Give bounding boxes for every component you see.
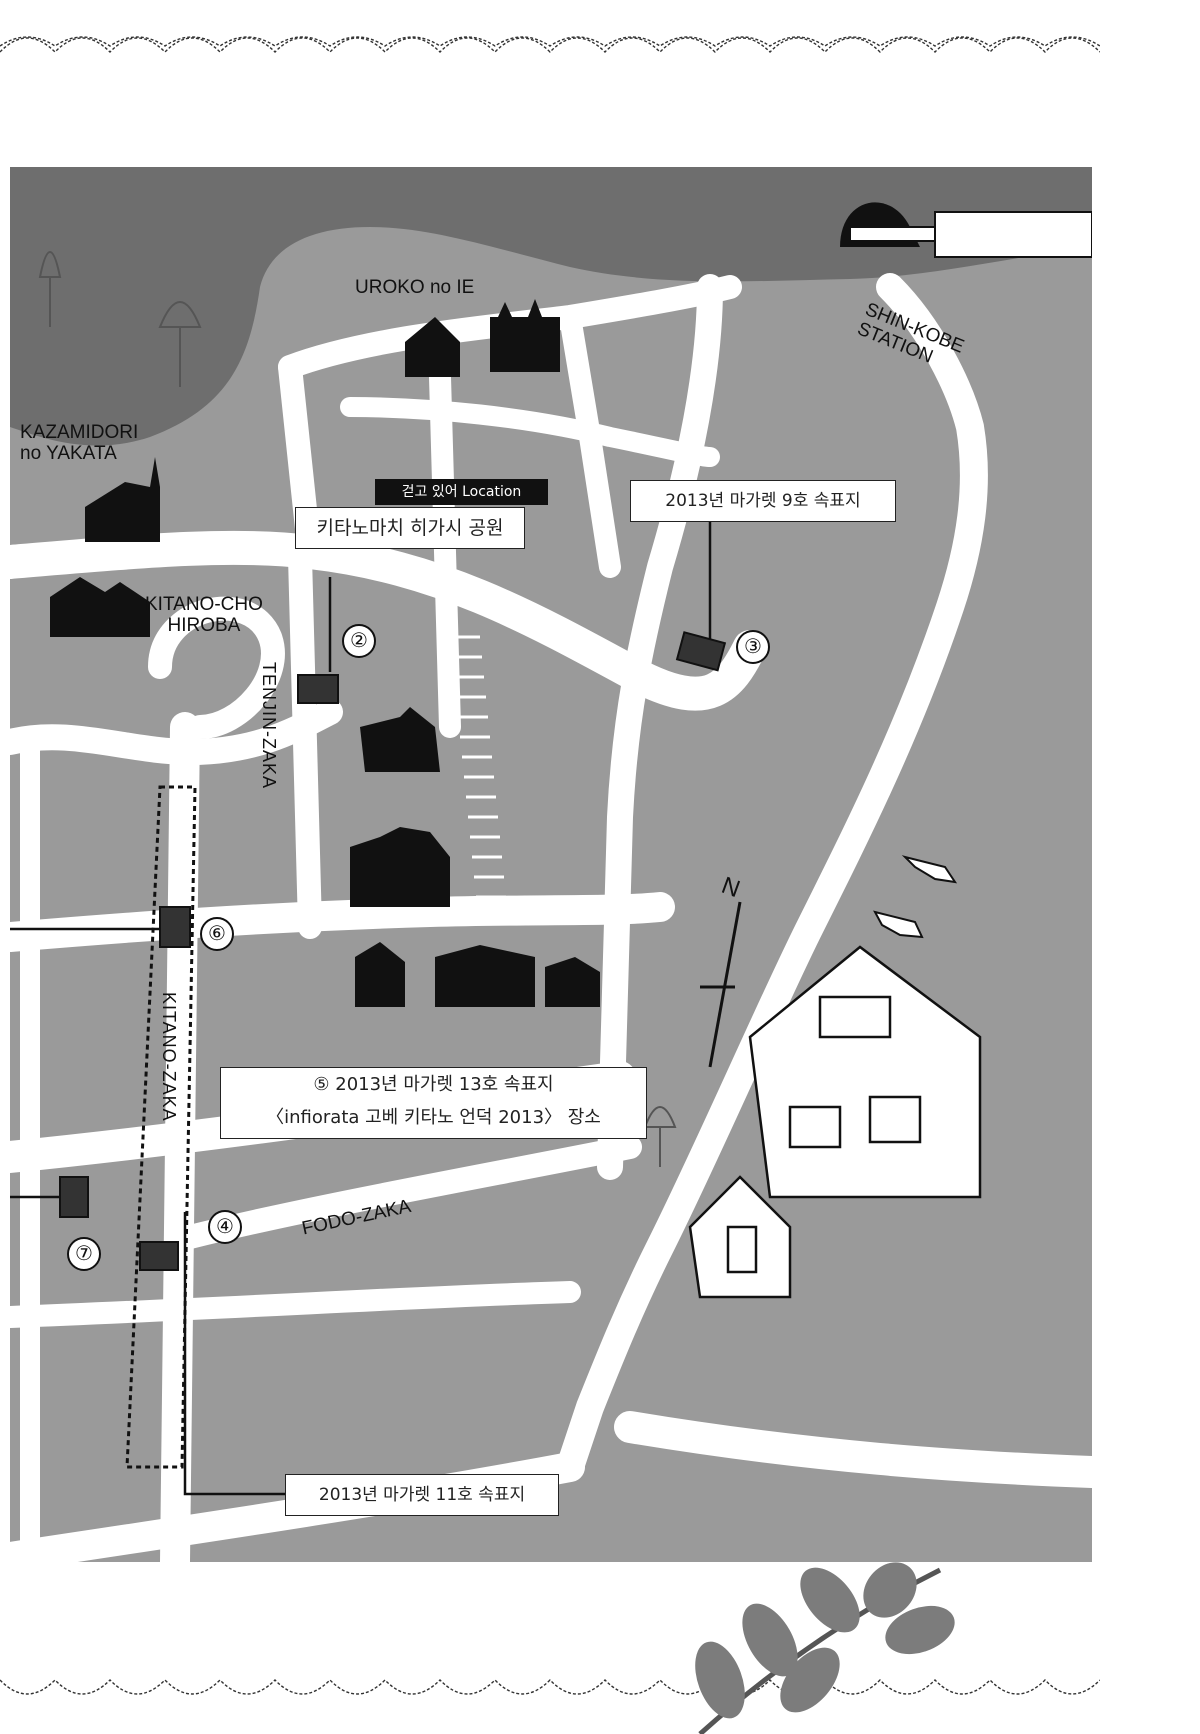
area-map: UROKO no IE KAZAMIDORI no YAKATA KITANO-… xyxy=(10,167,1092,1562)
marker-7: ⑦ xyxy=(67,1237,101,1271)
street-tenjin-label: TENJIN-ZAKA xyxy=(259,662,279,790)
location-tag: 걷고 있어 Location xyxy=(375,479,548,505)
marker-3: ③ xyxy=(736,630,770,664)
callout-issue13-line1: ⑤ 2013년 마가렛 13호 속표지 xyxy=(313,1074,554,1095)
dotted-route xyxy=(125,785,197,1469)
callout-issue13-line2: 〈infiorata 고베 키타노 언덕 2013〉 장소 xyxy=(266,1107,601,1128)
marker-6: ⑥ xyxy=(200,917,234,951)
trees xyxy=(38,251,677,1167)
marker-2: ② xyxy=(342,624,376,658)
road-network xyxy=(10,273,1092,1562)
landmark-kazamidori-label: KAZAMIDORI no YAKATA xyxy=(20,422,139,464)
street-kitano-label: KITANO-ZAKA xyxy=(159,992,179,1122)
station-icon xyxy=(840,202,1092,258)
callout-park: 키타노마치 히가시 공원 xyxy=(295,507,525,549)
marker-4: ④ xyxy=(208,1210,242,1244)
callout-issue9: 2013년 마가렛 9호 속표지 xyxy=(630,480,896,522)
big-house-drawing xyxy=(688,945,982,1299)
callout-issue13: ⑤ 2013년 마가렛 13호 속표지 〈infiorata 고베 키타노 언덕… xyxy=(220,1067,647,1139)
birds xyxy=(873,855,958,939)
stairs xyxy=(450,635,506,899)
building-silhouettes xyxy=(50,299,600,1007)
hill-area xyxy=(10,167,1092,446)
lace-border-top xyxy=(0,36,1100,53)
landmark-uroko-label: UROKO no IE xyxy=(355,277,475,298)
marker-icons xyxy=(59,631,727,1271)
compass-needle xyxy=(700,901,742,1068)
landmark-hiroba-label: KITANO-CHO HIROBA xyxy=(145,594,263,636)
map-graphics xyxy=(10,167,1092,1562)
callout-issue11: 2013년 마가렛 11호 속표지 xyxy=(285,1474,559,1516)
leaf-branch-decoration xyxy=(695,1562,955,1734)
lace-border-bottom xyxy=(0,1679,1100,1695)
